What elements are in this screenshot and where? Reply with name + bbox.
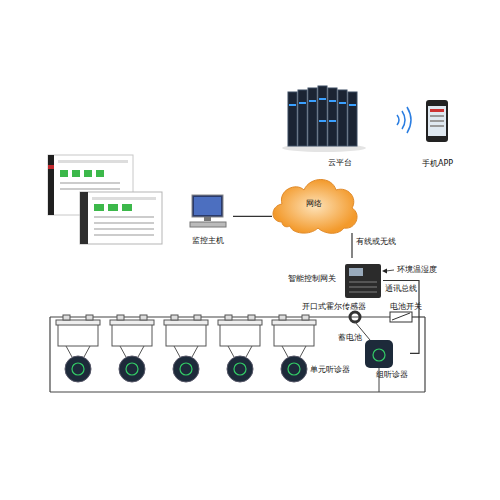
node-label: 网络: [268, 199, 360, 209]
battery-string: [50, 312, 425, 392]
network-cloud: 网络: [268, 172, 360, 236]
node-label: 组听诊器: [376, 370, 410, 380]
edge-label: 通讯总线: [385, 284, 417, 294]
phone-icon: [426, 100, 448, 142]
edge-label: 有线或无线: [356, 237, 396, 247]
part-label: 开口式霍尔传感器: [302, 302, 366, 312]
connector-line: [233, 216, 272, 217]
phone-app-node: 手机APP: [415, 95, 460, 170]
group-sensor-icon: [365, 340, 393, 368]
part-label: 蓄电池: [338, 333, 362, 343]
part-label: 环境温湿度: [397, 265, 437, 275]
unit-sensors: [65, 346, 307, 382]
node-label: 云平台: [296, 158, 384, 168]
monitor-host-node: 监控主机: [183, 192, 233, 246]
gateway-node: 智能控制网关: [288, 258, 383, 303]
part-label: 电池开关: [390, 302, 422, 312]
node-label: 监控主机: [183, 236, 233, 246]
part-label: 单元听诊器: [310, 365, 350, 375]
connector-line: [351, 233, 352, 258]
node-label: 智能控制网关: [288, 274, 344, 284]
group-sensor-node: 组听诊器: [362, 338, 410, 382]
node-label: 手机APP: [415, 159, 460, 169]
computer-icon: [190, 195, 226, 227]
server-racks: [282, 86, 366, 152]
software-screenshot: [48, 155, 162, 244]
wireless-waves: [397, 107, 411, 133]
batteries: [56, 315, 316, 346]
cloud-platform-node: 云平台: [282, 82, 370, 170]
connector-line: [383, 281, 419, 354]
